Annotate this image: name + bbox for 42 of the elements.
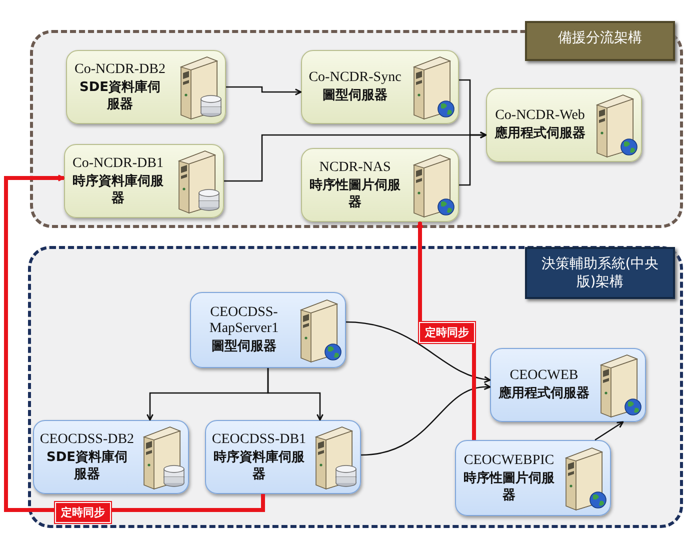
server-name: Co-NCDR-DB1 [71, 156, 164, 172]
server-name: Co-NCDR-DB2 [73, 62, 166, 78]
server-role: 時序資料庫伺服器 [213, 448, 305, 482]
arrow [267, 368, 324, 421]
server-role: SDE資料庫伺服器 [45, 448, 129, 482]
server-box [33, 420, 189, 494]
server-name: CEOCWEB [508, 368, 580, 384]
server-name: CEOCDSS-DB2 [38, 432, 136, 448]
server-name: CEOCDSS-MapServer1 [208, 305, 280, 337]
server-box [301, 50, 459, 124]
server-box [455, 440, 611, 516]
server-role: 應用程式伺服器 [498, 385, 590, 402]
server-box [64, 144, 224, 218]
server-name: CEOCDSS-DB1 [210, 432, 308, 448]
server-role: 圖型伺服器 [210, 338, 278, 355]
server-name: CEOCWEBPIC [462, 452, 556, 468]
arrow [360, 384, 491, 456]
arrow [594, 421, 624, 441]
server-role: 圖型伺服器 [322, 87, 388, 104]
arrow [226, 86, 302, 96]
server-role: 應用程式伺服器 [494, 125, 586, 142]
title-tag: 備援分流架構 [525, 21, 675, 61]
server-role: 時序性圖片伺服器 [309, 176, 401, 210]
arrow [459, 132, 487, 186]
title-tag: 決策輔助系統(中央版)架構 [525, 247, 675, 299]
arrow [346, 321, 491, 383]
server-box [490, 348, 646, 422]
server-role: 時序資料庫伺服器 [72, 172, 164, 206]
server-box [66, 50, 226, 124]
server-box [205, 420, 361, 494]
arrow [4, 174, 265, 512]
server-box [301, 148, 459, 222]
server-box [486, 88, 642, 162]
server-role: 時序性圖片伺服器 [463, 470, 555, 504]
server-box [190, 292, 346, 368]
group-panel [28, 246, 683, 528]
server-name: Co-NCDR-Web [494, 108, 586, 124]
server-name: NCDR-NAS [318, 160, 392, 176]
edge-label: 定時同步 [419, 322, 475, 343]
server-role: SDE資料庫伺服器 [78, 78, 162, 112]
server-name: Co-NCDR-Sync [308, 70, 402, 86]
edge-label: 定時同步 [55, 502, 111, 523]
